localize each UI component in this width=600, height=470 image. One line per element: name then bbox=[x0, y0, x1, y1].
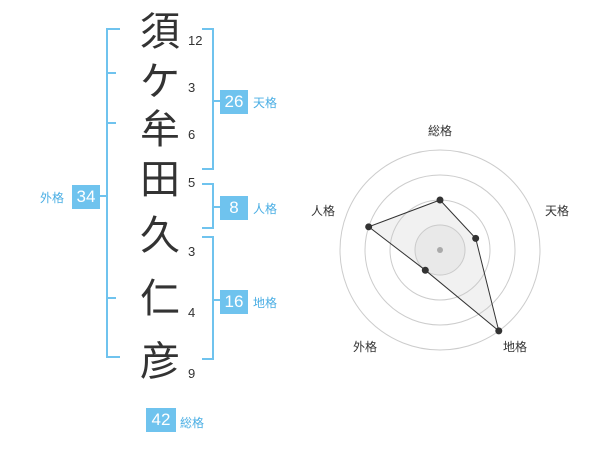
gaikaku-label: 外格 bbox=[40, 191, 65, 205]
soukaku-label: 総格 bbox=[180, 416, 205, 430]
radar-point-4 bbox=[421, 266, 429, 274]
tenkaku-label: 天格 bbox=[253, 96, 278, 110]
radar-point-1 bbox=[436, 196, 444, 204]
stroke-count-6: 4 bbox=[188, 305, 196, 320]
name-char-4: 田 bbox=[140, 157, 180, 203]
radar-axis-label-3: 地格 bbox=[503, 339, 527, 354]
radar-axis-label-4: 外格 bbox=[353, 339, 377, 354]
name-char-2: ケ bbox=[140, 59, 180, 105]
radar-axis-label-2: 天格 bbox=[545, 203, 569, 218]
radar-point-2 bbox=[472, 234, 480, 242]
jinkaku-label: 人格 bbox=[253, 202, 278, 216]
stroke-count-1: 12 bbox=[188, 33, 203, 48]
soukaku-value: 42 bbox=[146, 408, 176, 432]
radar-center-point bbox=[437, 247, 443, 253]
radar-axis-label-1: 総格 bbox=[428, 123, 452, 138]
stroke-count-5: 3 bbox=[188, 244, 196, 259]
stroke-count-7: 9 bbox=[188, 366, 196, 381]
stroke-count-4: 5 bbox=[188, 175, 196, 190]
name-char-6: 仁 bbox=[140, 276, 180, 322]
gaikaku-value: 34 bbox=[72, 185, 100, 209]
name-char-5: 久 bbox=[140, 213, 180, 259]
stroke-count-2: 3 bbox=[188, 80, 196, 95]
radar-polygon bbox=[367, 199, 500, 333]
radar-axis-label-5: 人格 bbox=[311, 203, 335, 218]
name-char-3: 牟 bbox=[140, 107, 180, 153]
chikaku-label: 地格 bbox=[253, 296, 278, 310]
radar-point-5 bbox=[365, 223, 373, 231]
chikaku-value: 16 bbox=[220, 290, 248, 314]
tenkaku-value: 26 bbox=[220, 90, 248, 114]
radar-point-3 bbox=[495, 327, 503, 335]
jinkaku-value: 8 bbox=[220, 196, 248, 220]
name-char-7: 彦 bbox=[140, 339, 180, 385]
stroke-count-3: 6 bbox=[188, 127, 196, 142]
name-char-1: 須 bbox=[140, 9, 180, 55]
